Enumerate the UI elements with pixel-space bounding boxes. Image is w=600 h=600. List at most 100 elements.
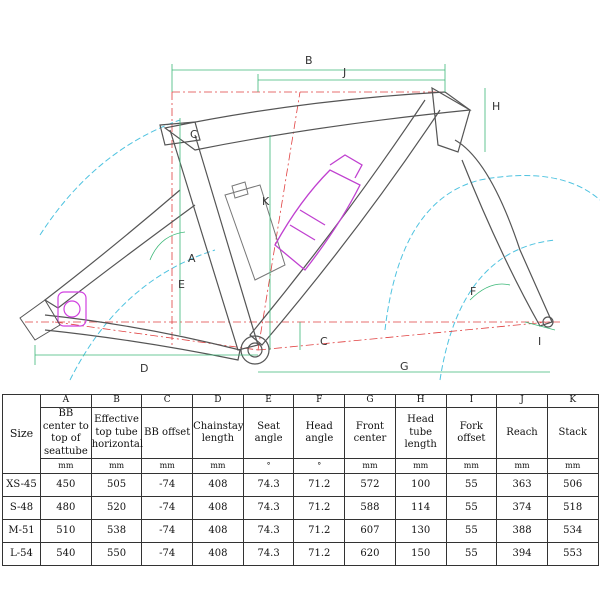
header-letters: Size A B C D E F G H I J K xyxy=(2,394,599,474)
col-name: Front center xyxy=(344,407,396,459)
value-cell: 506 xyxy=(546,473,599,497)
seat-stay xyxy=(43,189,196,309)
value-cell: 588 xyxy=(344,496,396,520)
chain-stay xyxy=(44,314,241,361)
col-letter: H xyxy=(394,394,447,408)
table-row: XS-45 450 505 -74 408 74.3 71.2 572 100 … xyxy=(2,473,599,497)
value-cell: 534 xyxy=(546,519,599,543)
value-cell: 510 xyxy=(40,519,92,543)
dim-label-i: I xyxy=(538,335,541,348)
dimension-lines xyxy=(34,64,556,373)
dim-label-c: C xyxy=(320,335,328,348)
dim-label-k: K xyxy=(262,195,270,208)
value-cell: 55 xyxy=(445,519,498,543)
rear-caliper xyxy=(57,291,87,327)
geometry-table: Size A B C D E F G H I J K BB center to … xyxy=(2,394,599,566)
col-unit: mm xyxy=(546,458,599,474)
front-axle xyxy=(542,316,554,328)
value-cell: 71.2 xyxy=(293,473,346,497)
value-cell: 450 xyxy=(40,473,92,497)
col-letter: K xyxy=(546,394,599,408)
value-cell: 55 xyxy=(445,542,498,566)
col-unit: mm xyxy=(394,458,447,474)
size-header: Size xyxy=(2,394,41,474)
value-cell: 520 xyxy=(90,496,143,520)
size-cell: S-48 xyxy=(2,496,41,520)
table-row: S-48 480 520 -74 408 74.3 71.2 588 114 5… xyxy=(2,496,599,520)
col-letter: J xyxy=(496,394,548,408)
value-cell: 100 xyxy=(394,473,447,497)
dim-label-c-top: C xyxy=(190,128,198,141)
col-name: Stack xyxy=(546,407,599,459)
value-cell: 394 xyxy=(496,542,548,566)
value-cell: 408 xyxy=(192,542,244,566)
value-cell: 480 xyxy=(40,496,92,520)
size-cell: L-54 xyxy=(2,542,41,566)
value-cell: 363 xyxy=(496,473,548,497)
col-unit: mm xyxy=(192,458,244,474)
dim-label-g: G xyxy=(400,360,409,373)
bottom-bracket-inner xyxy=(247,342,263,358)
bottle-purple xyxy=(274,154,363,271)
value-cell: 74.3 xyxy=(242,542,295,566)
value-cell: 408 xyxy=(192,519,244,543)
bottle-gray xyxy=(224,181,286,281)
col-name: Reach xyxy=(496,407,548,459)
rear-dropout xyxy=(19,299,61,341)
col-unit: ° xyxy=(293,458,346,474)
seat-clamp xyxy=(159,121,201,146)
col-unit: mm xyxy=(344,458,396,474)
value-cell: -74 xyxy=(141,496,194,520)
col-letter: I xyxy=(445,394,498,408)
value-cell: 74.3 xyxy=(242,519,295,543)
value-cell: 607 xyxy=(344,519,396,543)
col-name: Fork offset xyxy=(445,407,498,459)
col-unit: mm xyxy=(40,458,92,474)
value-cell: 71.2 xyxy=(293,542,346,566)
value-cell: -74 xyxy=(141,519,194,543)
table-row: M-51 510 538 -74 408 74.3 71.2 607 130 5… xyxy=(2,519,599,543)
col-name: Effective top tube horizontal xyxy=(90,407,143,459)
value-cell: 538 xyxy=(90,519,143,543)
dim-label-d: D xyxy=(140,362,148,375)
col-unit: ° xyxy=(242,458,295,474)
value-cell: 71.2 xyxy=(293,519,346,543)
value-cell: 74.3 xyxy=(242,473,295,497)
size-cell: XS-45 xyxy=(2,473,41,497)
value-cell: 572 xyxy=(344,473,396,497)
col-name: BB center to top of seattube xyxy=(40,407,92,459)
value-cell: 388 xyxy=(496,519,548,543)
frame-drawing xyxy=(19,64,600,381)
col-name: Seat angle xyxy=(242,407,295,459)
value-cell: 620 xyxy=(344,542,396,566)
head-tube xyxy=(431,86,471,153)
value-cell: 74.3 xyxy=(242,496,295,520)
value-cell: 374 xyxy=(496,496,548,520)
col-unit: mm xyxy=(445,458,498,474)
value-cell: 55 xyxy=(445,473,498,497)
value-cell: 130 xyxy=(394,519,447,543)
value-cell: 408 xyxy=(192,473,244,497)
value-cell: 55 xyxy=(445,496,498,520)
col-letter: D xyxy=(192,394,244,408)
size-cell: M-51 xyxy=(2,519,41,543)
dim-label-a: A xyxy=(188,252,196,265)
value-cell: 518 xyxy=(546,496,599,520)
value-cell: -74 xyxy=(141,473,194,497)
dim-label-h: H xyxy=(492,100,500,113)
value-cell: 71.2 xyxy=(293,496,346,520)
value-cell: 553 xyxy=(546,542,599,566)
table-row: L-54 540 550 -74 408 74.3 71.2 620 150 5… xyxy=(2,542,599,566)
col-letter: B xyxy=(90,394,143,408)
col-name: BB offset xyxy=(141,407,194,459)
centerlines xyxy=(25,91,560,351)
dim-label-f: F xyxy=(470,285,476,298)
value-cell: 408 xyxy=(192,496,244,520)
col-name: Head tube length xyxy=(394,407,447,459)
col-letter: F xyxy=(293,394,346,408)
col-letter: E xyxy=(242,394,295,408)
col-letter: G xyxy=(344,394,396,408)
col-letter: C xyxy=(141,394,194,408)
value-cell: -74 xyxy=(141,542,194,566)
